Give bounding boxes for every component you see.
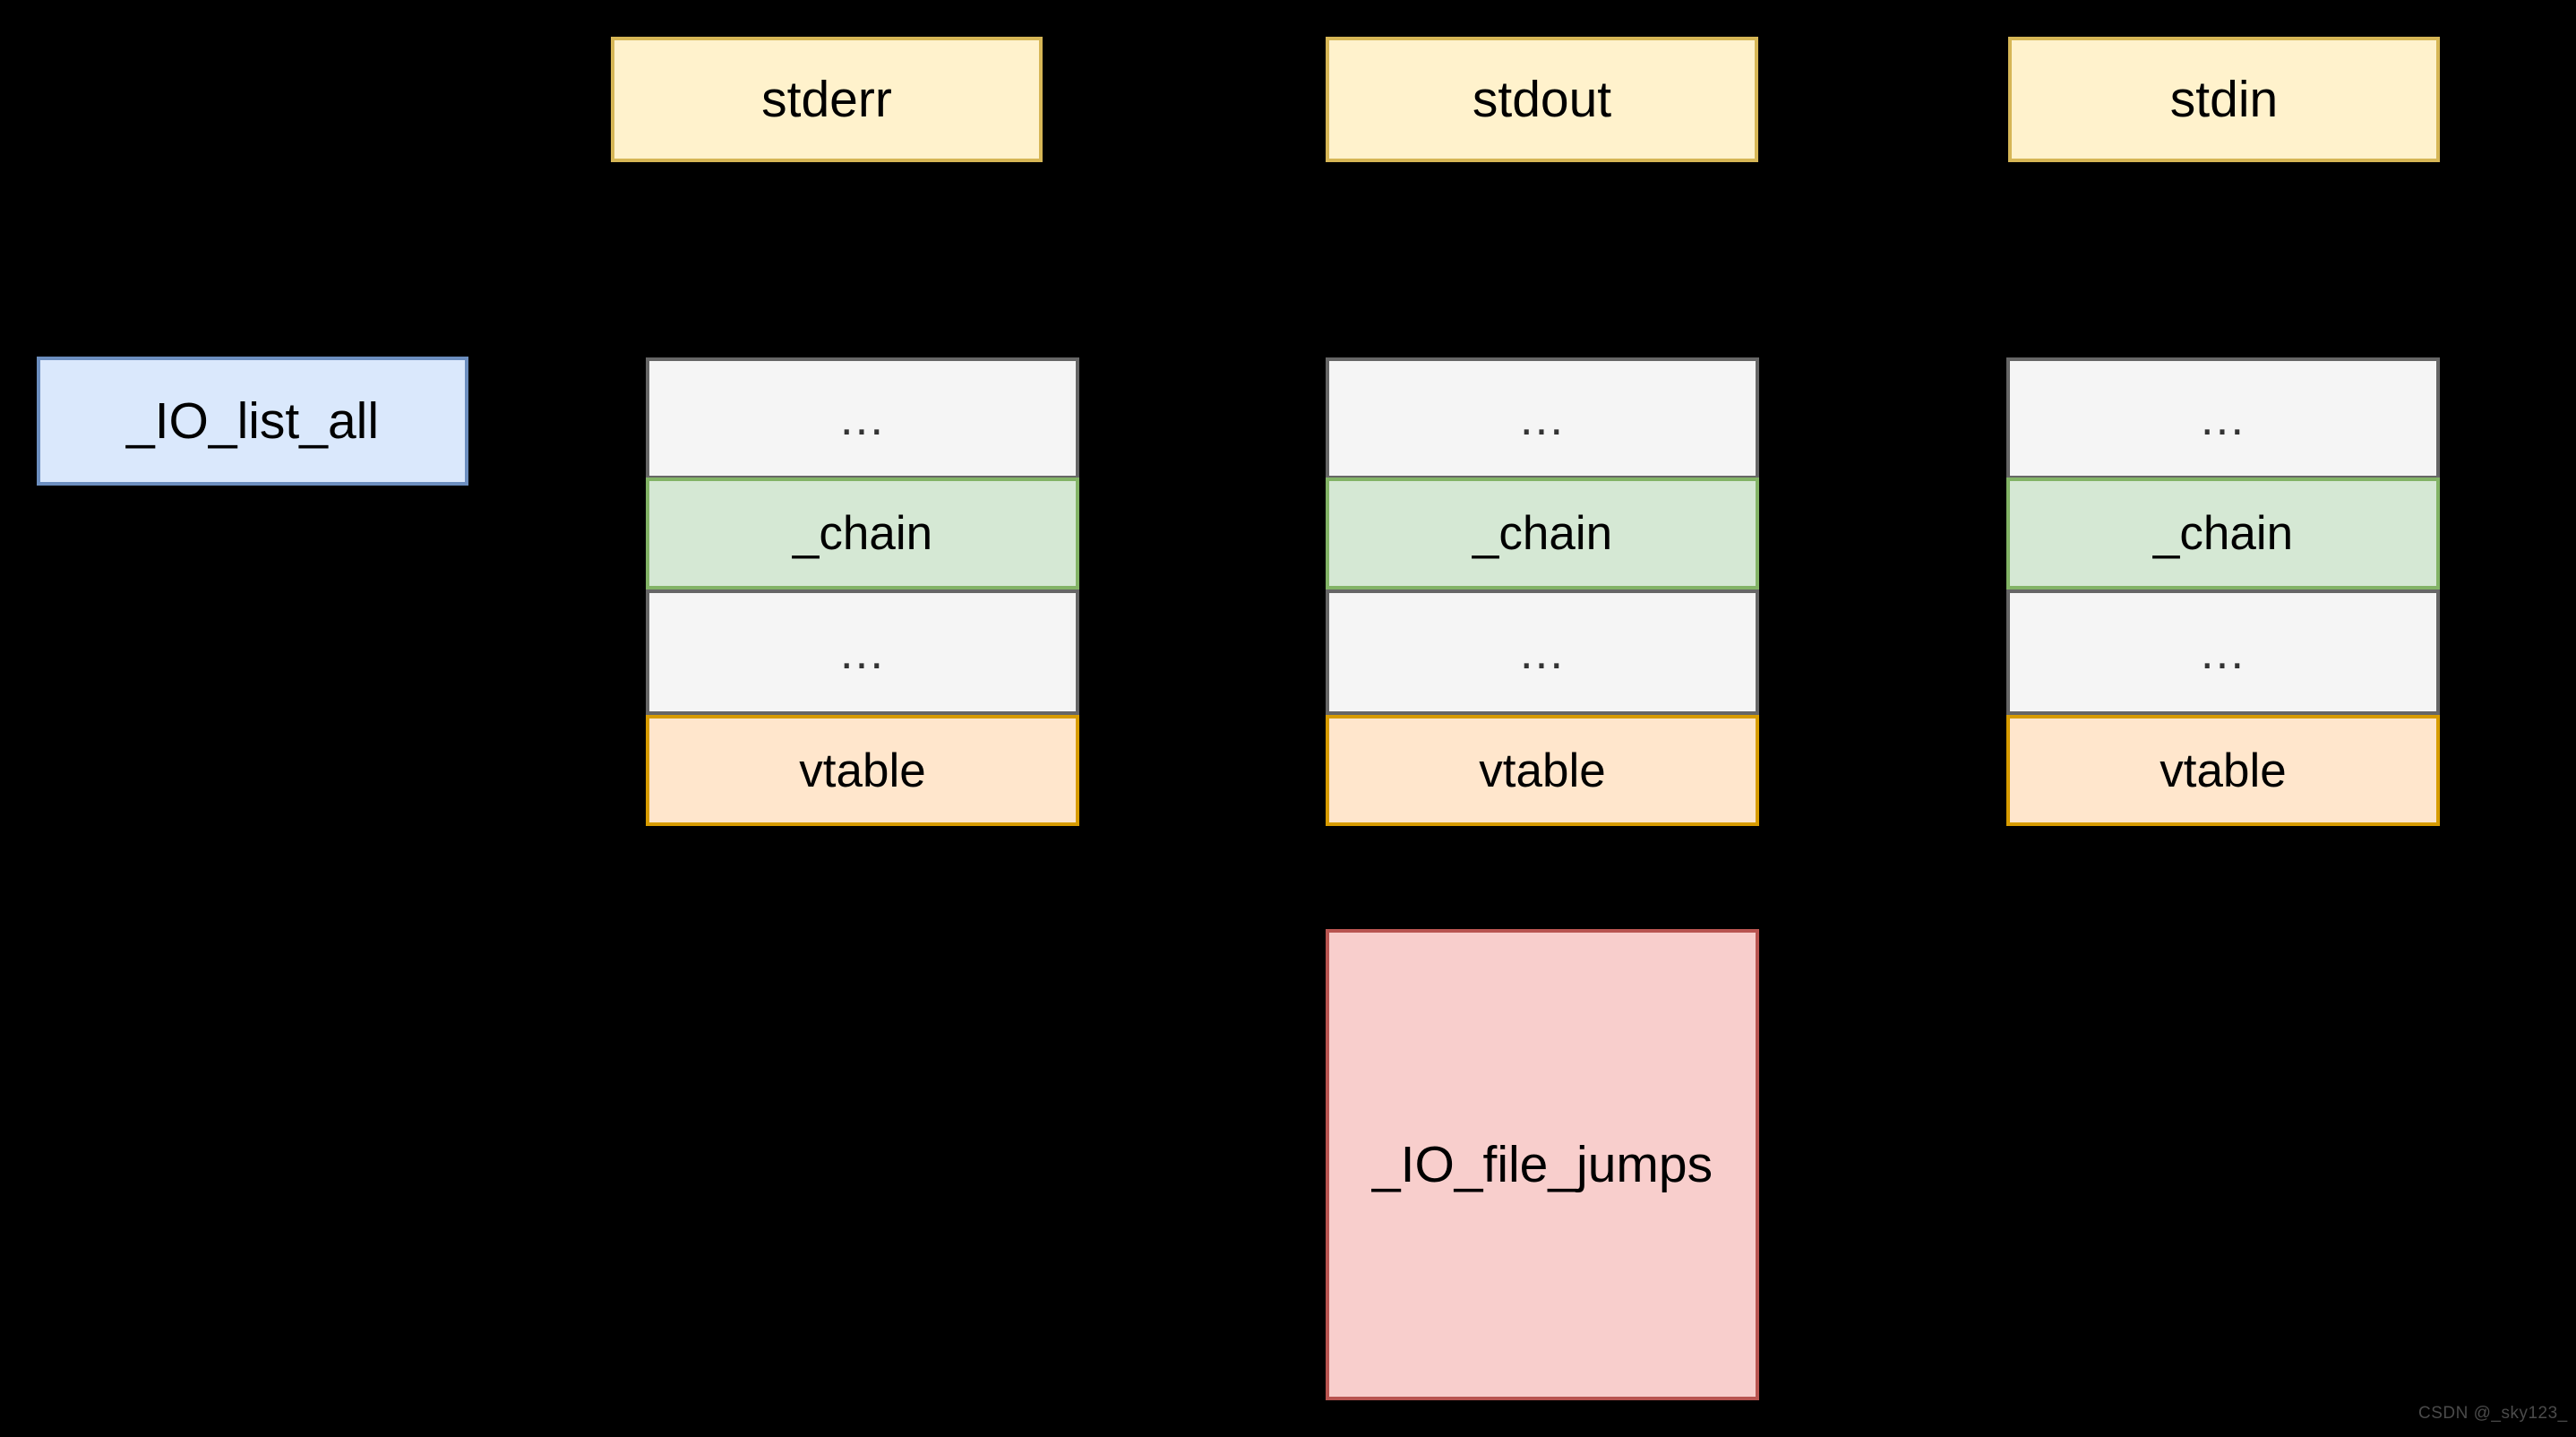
node-io-file-jumps-label: _IO_file_jumps: [1371, 1135, 1713, 1193]
struct-row-label: vtable: [2160, 744, 2287, 797]
struct-row-label: vtable: [799, 744, 926, 797]
struct-row-label: ...: [1519, 625, 1566, 679]
struct-row-label: ...: [2200, 625, 2246, 679]
struct-row-ellipsis-bottom: ...: [1326, 589, 1759, 715]
node-io-list-all-label: _IO_list_all: [126, 392, 379, 450]
file-struct-stderr: ... _chain ... vtable: [646, 357, 1079, 826]
struct-row-chain: _chain: [646, 478, 1079, 589]
node-stderr-label: stderr: [761, 70, 892, 128]
struct-row-ellipsis-bottom: ...: [2006, 589, 2440, 715]
node-stdin: stdin: [2008, 37, 2440, 162]
struct-row-label: _chain: [792, 507, 933, 560]
node-stdin-label: stdin: [2169, 70, 2279, 128]
struct-row-label: ...: [839, 625, 886, 679]
file-struct-stdin: ... _chain ... vtable: [2006, 357, 2440, 826]
struct-row-label: ...: [839, 392, 886, 445]
struct-row-label: vtable: [1479, 744, 1606, 797]
struct-row-ellipsis-top: ...: [2006, 357, 2440, 479]
node-io-list-all: _IO_list_all: [37, 357, 468, 486]
struct-row-ellipsis-top: ...: [646, 357, 1079, 479]
struct-row-label: ...: [1519, 392, 1566, 445]
node-io-file-jumps: _IO_file_jumps: [1326, 929, 1759, 1400]
struct-row-chain: _chain: [2006, 478, 2440, 589]
watermark: CSDN @_sky123_: [2418, 1404, 2568, 1424]
struct-row-ellipsis-bottom: ...: [646, 589, 1079, 715]
struct-row-label: _chain: [1472, 507, 1613, 560]
struct-row-label: ...: [2200, 392, 2246, 445]
node-stderr: stderr: [611, 37, 1043, 162]
node-stdout-label: stdout: [1472, 70, 1612, 128]
struct-row-chain: _chain: [1326, 478, 1759, 589]
struct-row-vtable: vtable: [1326, 715, 1759, 826]
file-struct-stdout: ... _chain ... vtable: [1326, 357, 1759, 826]
watermark-text: CSDN @_sky123_: [2418, 1404, 2568, 1423]
node-stdout: stdout: [1326, 37, 1758, 162]
struct-row-ellipsis-top: ...: [1326, 357, 1759, 479]
struct-row-vtable: vtable: [2006, 715, 2440, 826]
struct-row-vtable: vtable: [646, 715, 1079, 826]
struct-row-label: _chain: [2152, 507, 2294, 560]
